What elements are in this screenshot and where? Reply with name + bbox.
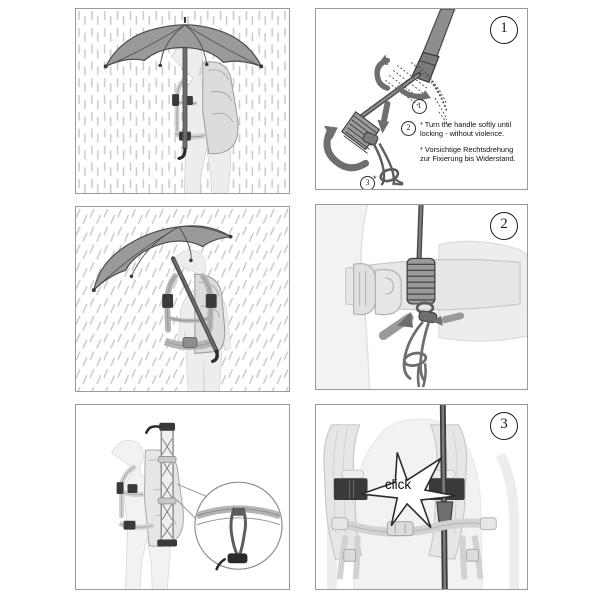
umbrella-canopy [91,225,233,293]
cord-coil [406,257,436,305]
note-german-line-1: * Vorsichtige Rechtsdrehung [420,144,514,154]
panel-side-view-rain [75,8,290,194]
step-badge-3: 3 [490,412,518,440]
coil-grip [341,111,381,154]
panel-stowed-umbrella-detail [75,404,290,590]
mini-number-2: 2 [401,121,416,136]
note-english: * Turn the handle softly until locking -… [420,120,524,139]
rotation-arrow-1b [396,85,431,100]
stowed-umbrella-illustration [76,405,289,589]
back-view-rain-illustration [76,207,289,391]
step-badge-2: 2 [490,212,518,240]
rotation-arrow-3 [323,125,369,172]
umbrella-canopy [103,16,264,69]
mini-number-3: 3 [360,176,375,189]
panel-step-2-hipbelt-cord-wrap: 2 [315,204,528,390]
rotation-arrow-1 [374,54,391,91]
panel-back-view-rain [75,206,290,392]
press-arrow-right [432,312,465,326]
step-badge-1: 1 [490,16,518,44]
shoulder-strap-click-illustration [316,405,527,589]
panel-step-1-handle-locking: 1 2 3 * * Turn the handle softly until l… [315,8,528,190]
step-1-notes: * Turn the handle softly until locking -… [420,120,524,163]
side-view-rain-illustration [76,9,289,193]
note-english-line-2: locking - without violence. [420,129,505,139]
velcro-patch [205,294,217,308]
press-arrow-left [378,311,414,341]
magnified-inset [194,481,283,571]
mini-asterisk: * [373,174,377,184]
pull-arrow-2 [377,100,391,134]
note-german: * Vorsichtige Rechtsdrehung zur Fixierun… [420,145,524,164]
click-starburst [361,452,457,529]
hipbelt-cord-illustration [316,205,527,389]
backpack-shape [202,61,239,155]
velcro-patch-left [333,478,368,500]
mini-number-1: 1 [412,99,427,114]
note-german-line-2: zur Fixierung bis Widerstand. [420,153,516,163]
panel-step-3-shoulder-strap-click: click 3 [315,404,528,590]
closed-umbrella [145,422,178,547]
side-release-buckle [353,263,402,316]
velcro-patch [162,294,174,308]
note-english-line-1: * Turn the handle softly until [420,120,512,129]
